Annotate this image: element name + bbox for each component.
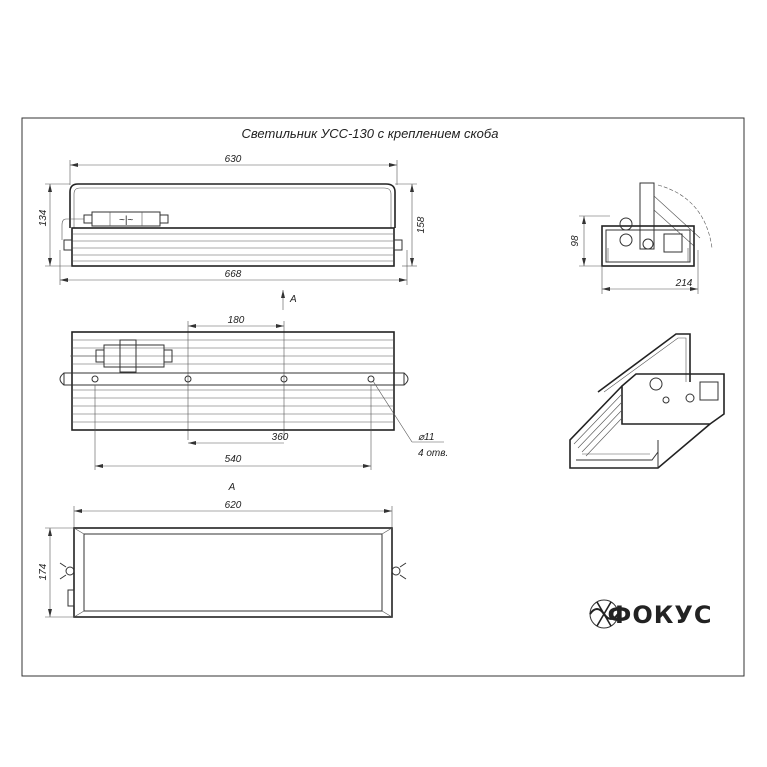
dim-668: 668 [225,269,242,280]
drawing-title: Светильник УСС-130 с креплением скоба [242,126,499,141]
sheet-frame [21,117,745,677]
hole-diameter: ⌀11 [418,432,434,443]
side-view: 630 ~|~ 668 134 [38,154,427,310]
logo-text: ФОКУС [608,601,713,629]
svg-text:~|~: ~|~ [119,215,133,226]
dim-630: 630 [225,154,242,165]
view-a-label: A [228,482,236,493]
dim-620: 620 [225,500,242,511]
dim-180: 180 [228,315,245,326]
dim-540: 540 [225,454,242,465]
isometric-view [569,333,725,469]
end-view: 98 214 [570,182,713,294]
view-a: A 620 174 [38,482,407,618]
view-marker-a: A [289,294,297,305]
dim-214: 214 [675,278,693,289]
dim-158: 158 [416,216,427,233]
dim-174: 174 [38,563,49,580]
hole-count: 4 отв. [418,448,448,459]
dim-134: 134 [38,209,49,226]
top-view: 180 360 540 [59,315,448,470]
dim-360: 360 [272,432,289,443]
brand-logo: ФОКУС [589,599,713,629]
dim-98: 98 [570,235,581,247]
